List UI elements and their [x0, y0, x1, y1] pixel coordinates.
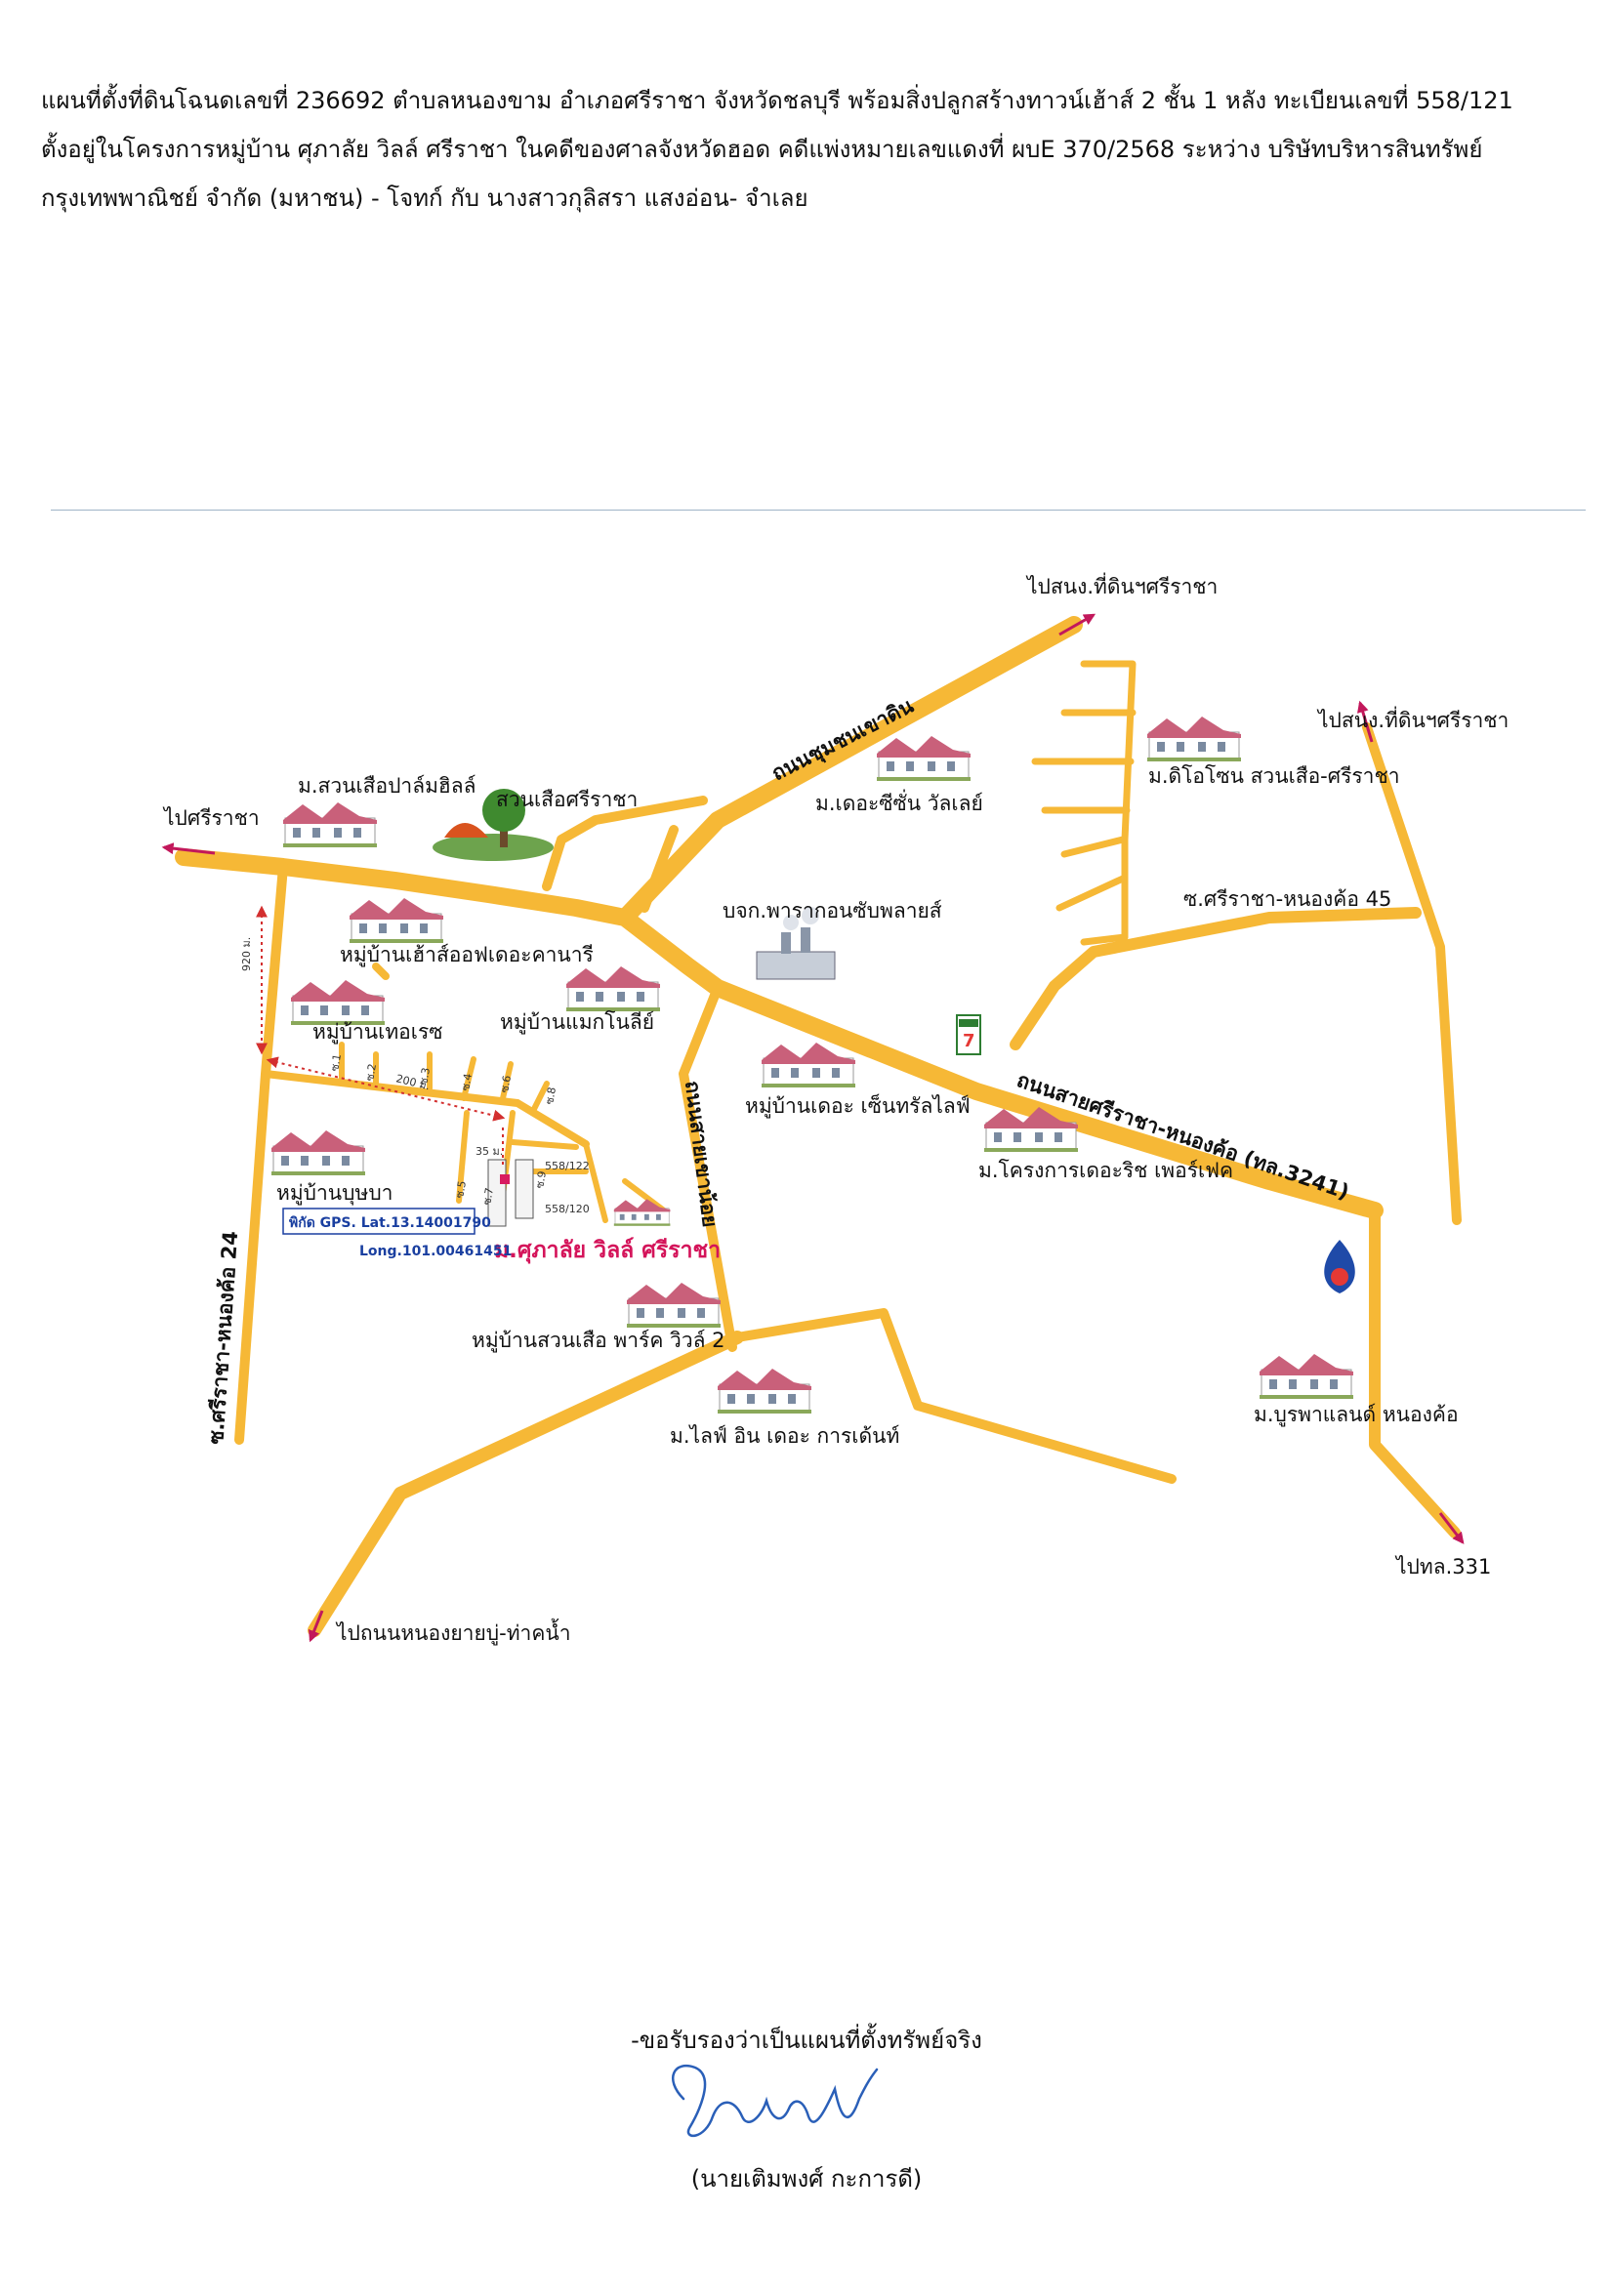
header-line-1: แผนที่ตั้งที่ดินโฉนดเลขที่ 236692 ตำบลหน… — [41, 87, 1513, 114]
house-icon-central-life — [761, 1042, 856, 1088]
label-soi-9: ซ.9 — [533, 1170, 549, 1190]
label-soi-45: ซ.ศรีราชา-หนองค้อ 45 — [1183, 887, 1391, 911]
label-soi-1: ซ.1 — [328, 1053, 344, 1073]
road-link-north-2 — [640, 825, 679, 913]
house-icon-park-ville — [626, 1282, 722, 1329]
seven-eleven-icon: 7 — [956, 1014, 981, 1055]
label-920m: 920 ม. — [240, 937, 253, 971]
label-magnolia: หมู่บ้านแมกโนลีย์ — [500, 1010, 654, 1035]
label-supalai-ville: ม.ศุภาลัย วิลล์ ศรีราชา — [494, 1237, 721, 1264]
document-header: แผนที่ตั้งที่ดินโฉนดเลขที่ 236692 ตำบลหน… — [41, 76, 1564, 223]
road-north-east — [1362, 722, 1462, 1225]
label-35m: 35 ม. — [476, 1145, 503, 1158]
park-tree-icon — [433, 789, 554, 861]
road-link-north — [542, 796, 708, 891]
house-icon-season-valley — [876, 735, 972, 782]
label-soi-4: ซ.4 — [459, 1073, 475, 1092]
road-stub — [372, 963, 390, 980]
distance-markers — [256, 905, 506, 1167]
house-icon-terrace — [290, 979, 386, 1026]
road-southeast-curve — [732, 1308, 1177, 1484]
label-southwest: ไปถนนหนองยายบู่-ท่าคน้ำ — [335, 1619, 571, 1646]
header-line-3: กรุงเทพพาณิชย์ จำกัด (มหาชน) - โจทก์ กับ… — [41, 184, 808, 212]
label-soi-2: ซ.2 — [363, 1063, 379, 1083]
road-southwest — [308, 1331, 744, 1637]
label-terrace: หมู่บ้านเทอเรซ — [312, 1020, 443, 1045]
label-canary: หมู่บ้านเฮ้าส์ออฟเดอะคานารี — [340, 943, 594, 967]
house-icon-dio-zone — [1146, 716, 1242, 762]
label-soi-5: ซ.5 — [453, 1180, 469, 1200]
house-icon-life-garden — [717, 1368, 812, 1414]
map-labels: ไปสนง.ที่ดินฯศรีราชา ไปสนง.ที่ดินฯศรีราช… — [162, 572, 1509, 1646]
direction-arrows — [161, 613, 1465, 1643]
label-soi-7: ซ.7 — [480, 1187, 496, 1207]
road-to-331 — [1369, 1205, 1461, 1538]
house-icon-magnolia — [565, 965, 661, 1012]
gps-box — [282, 1208, 476, 1235]
label-soi-8: ซ.8 — [543, 1086, 558, 1106]
label-west-sriracha: ไปศรีราชา — [162, 806, 260, 830]
house-icon-burapha — [1259, 1353, 1354, 1400]
label-gps-long: Long.101.00461451 — [359, 1244, 512, 1259]
label-plot-120: 558/120 — [545, 1203, 590, 1215]
label-road-khao-noi: ถนนสายเขาน้อย — [681, 1080, 722, 1229]
main-roads — [175, 616, 1462, 1637]
label-central-life: หมู่บ้านเดอะ เซ็นทรัลไลฟ์ — [745, 1092, 971, 1119]
label-tiger-park: สวนเสือศรีราชา — [496, 788, 638, 811]
label-north-land-office-1: ไปสนง.ที่ดินฯศรีราชา — [1025, 572, 1218, 598]
townhouse-blocks — [487, 1159, 534, 1227]
road-soi-45 — [1010, 907, 1422, 1050]
label-dio-zone: ม.ดิโอโซน สวนเสือ-ศรีราชา — [1148, 764, 1400, 788]
gas-station-icon — [1324, 1240, 1355, 1293]
certification-text: -ขอรับรองว่าเป็นแผนที่ตั้งทรัพย์จริง — [631, 2027, 982, 2054]
label-burapha: ม.บูรพาแลนด์ หนองค้อ — [1254, 1403, 1459, 1427]
target-plot-marker — [500, 1174, 510, 1184]
header-line-2: ตั้งอยู่ในโครงการหมู่บ้าน ศุภาลัย วิลล์ … — [41, 136, 1483, 163]
label-soi-6: ซ.6 — [498, 1075, 514, 1094]
village-icons — [270, 716, 1354, 1414]
label-season-valley: ม.เดอะซีซั่น วัลเลย์ — [815, 789, 983, 815]
map-top-divider — [51, 510, 1586, 511]
label-bussaba: หมู่บ้านบุษบา — [276, 1181, 393, 1206]
signature — [672, 2065, 879, 2138]
dio-zone-road-grid — [1031, 660, 1137, 946]
road-khao-noi — [679, 983, 737, 1352]
signatory-name: (นายเติมพงศ์ กะการดี) — [690, 2165, 923, 2193]
label-life-garden: ม.ไลฟ์ อิน เดอะ การเด้นท์ — [670, 1424, 899, 1448]
road-chumchon-khao-din — [616, 616, 1083, 926]
house-icon-small — [613, 1198, 671, 1227]
label-soi-3: ซ.3 — [417, 1067, 433, 1086]
label-plot-122: 558/122 — [545, 1160, 590, 1172]
label-palm-hills: ม.สวนเสือปาล์มฮิลล์ — [298, 774, 476, 798]
label-gps-lat: พิกัด GPS. Lat.13.14001790 — [289, 1215, 491, 1231]
label-park-ville-2: หมู่บ้านสวนเสือ พาร์ค วิวล์ 2 — [472, 1329, 725, 1353]
house-icon-bussaba — [270, 1129, 366, 1176]
label-paragon: บจก.พารากอนซับพลายส์ — [723, 899, 942, 922]
label-southeast: ไปทล.331 — [1394, 1555, 1491, 1578]
house-icon-palm-hills — [282, 801, 378, 848]
label-rich-perfect: ม.โครงการเดอะริช เพอร์เฟค — [978, 1159, 1233, 1182]
factory-icon — [756, 907, 836, 980]
house-icon-canary — [349, 897, 444, 944]
svg-text:7: 7 — [963, 1031, 975, 1051]
label-north-land-office-2: ไปสนง.ที่ดินฯศรีราชา — [1316, 706, 1509, 732]
